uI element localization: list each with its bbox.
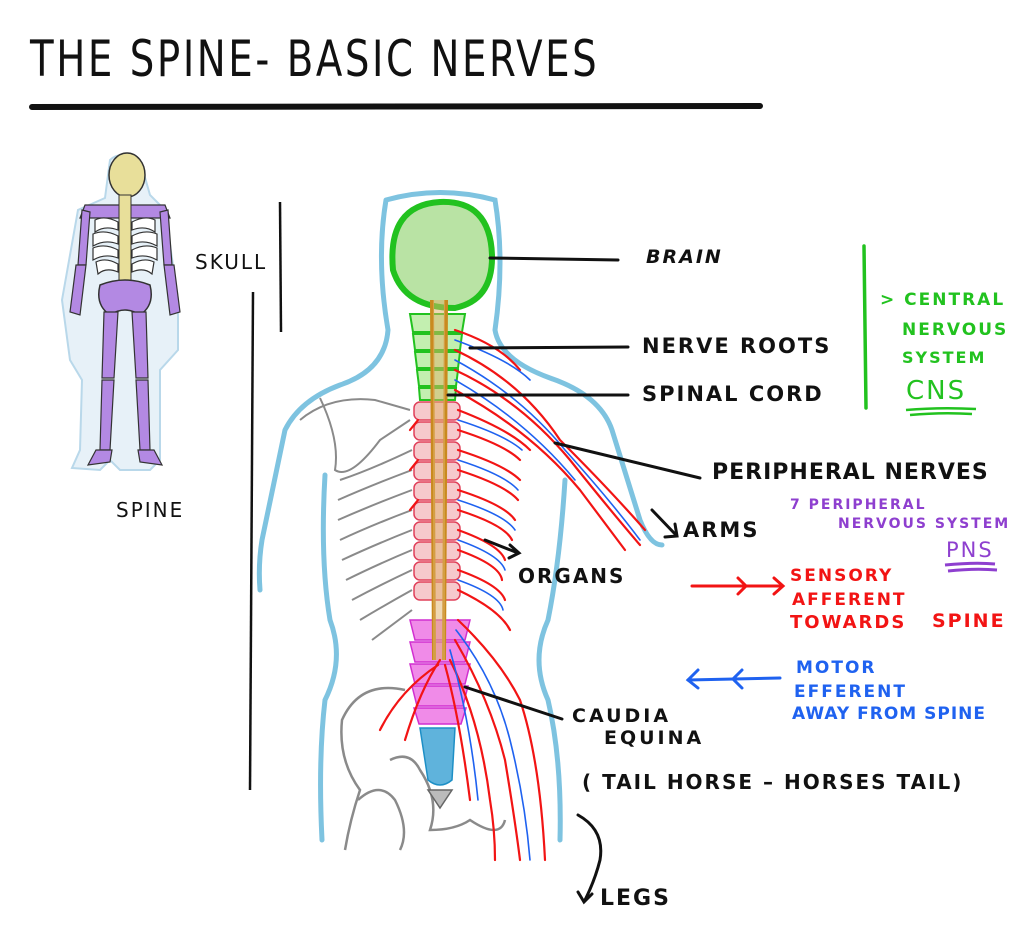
equina-label: EQUINA	[604, 727, 705, 749]
cns-line3: SYSTEM	[902, 348, 987, 367]
skeleton-ribs	[92, 217, 158, 276]
brain-pointer	[488, 256, 620, 262]
nerve-roots-pointer	[468, 345, 630, 350]
spine-bracket-line	[248, 291, 255, 791]
caudia-pointer	[463, 685, 564, 721]
sensory-line3b: SPINE	[932, 610, 1006, 632]
skeleton-pelvis	[98, 279, 152, 316]
arms-label: ARMS	[683, 518, 760, 542]
peripheral-nerves-label: PERIPHERAL NERVES	[712, 460, 989, 485]
pns-abbr: PNS	[946, 538, 994, 562]
page-title: THE SPINE- BASIC NERVES	[30, 30, 600, 88]
coccyx	[426, 789, 454, 810]
body-outline-torso-right	[536, 477, 568, 843]
organs-label: ORGANS	[518, 564, 626, 588]
skeleton-skull	[108, 152, 146, 198]
sensory-line3: TOWARDS	[790, 612, 907, 633]
legs-arrow	[576, 813, 603, 905]
nerve-roots-label: NERVE ROOTS	[642, 334, 832, 358]
skeleton-limbs	[69, 209, 181, 466]
cns-abbr: CNS	[906, 376, 967, 406]
sensory-nerves	[378, 328, 647, 862]
rib-cage	[299, 397, 413, 641]
skull-bracket-line	[278, 201, 283, 333]
spinal-cord-label: SPINAL CORD	[642, 382, 824, 406]
motor-line1: MOTOR	[796, 658, 877, 678]
tail-horse-note: ( TAIL HORSE – HORSES TAIL)	[582, 770, 964, 794]
sensory-line2: AFFERENT	[792, 590, 907, 610]
pns-underline	[944, 561, 998, 573]
brain	[389, 198, 496, 312]
motor-nerves	[449, 339, 641, 861]
skeleton-figure	[60, 152, 181, 472]
arms-arrow	[650, 508, 679, 539]
pelvis	[340, 686, 507, 851]
body-figure	[256, 190, 665, 862]
skull-label: SKULL	[195, 250, 268, 274]
sensory-line1: SENSORY	[790, 566, 894, 586]
title-underline	[29, 103, 763, 110]
caudia-label: CAUDIA	[572, 705, 672, 727]
organs-arrow	[483, 538, 522, 560]
motor-line3: AWAY FROM SPINE	[792, 704, 986, 724]
spinal-cord-fill	[433, 300, 445, 660]
cns-line2: NERVOUS	[902, 320, 1009, 340]
left-arrow-icon	[685, 668, 782, 690]
right-arrow-icon	[690, 576, 786, 596]
cns-line1: > CENTRAL	[880, 290, 1006, 310]
pns-line2: NERVOUS SYSTEM	[838, 516, 1011, 532]
spine-label: SPINE	[116, 498, 185, 522]
brain-label: BRAIN	[646, 246, 723, 268]
legs-label: LEGS	[600, 886, 671, 911]
pointer-lines	[446, 256, 702, 905]
pns-line1: 7 PERIPHERAL	[790, 497, 927, 513]
peripheral-nerves-pointer	[553, 441, 702, 480]
body-outline	[256, 190, 665, 593]
cns-underline	[905, 406, 977, 417]
motor-line2: EFFERENT	[794, 682, 907, 702]
cns-bracket-line	[862, 244, 868, 410]
body-outline-torso-left	[318, 472, 339, 843]
sacrum	[419, 727, 456, 786]
